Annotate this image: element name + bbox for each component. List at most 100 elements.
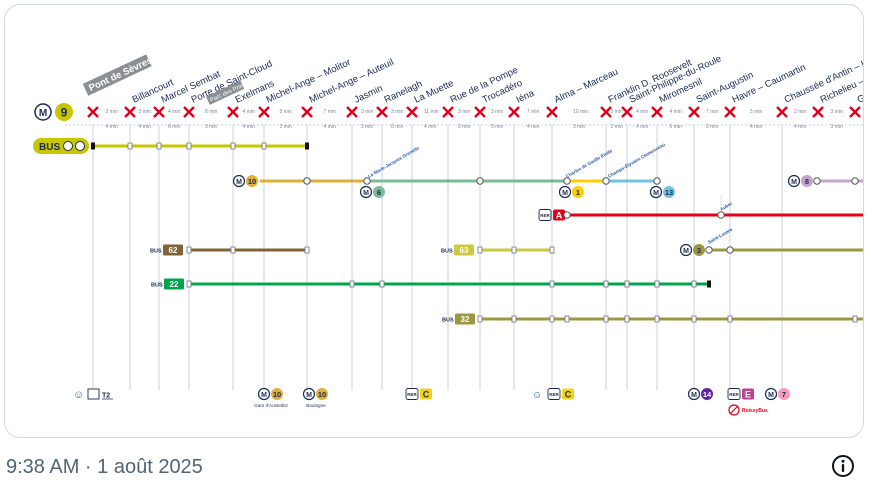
metro-symbol-icon (558, 185, 572, 199)
sub-box (206, 80, 245, 105)
bus-32-badge-number: 32 (461, 315, 470, 324)
walk-time: 5 min (491, 124, 503, 130)
line-13-badge-number: 13 (665, 188, 673, 197)
travel-time: 4 min (243, 109, 255, 115)
rer-a-badge-letter: A (556, 211, 563, 221)
station-cross (812, 106, 824, 118)
station-cross (688, 106, 700, 118)
metro-symbol-label: M (768, 392, 774, 399)
stop-marker (477, 246, 483, 254)
tram-symbol-icon (87, 388, 100, 400)
metro-symbol-icon (257, 387, 271, 401)
rer-symbol-label: RER (407, 392, 417, 397)
connection-dot (717, 211, 725, 219)
metro-symbol-label: M (39, 108, 47, 119)
station-cross (227, 106, 239, 118)
metro-symbol-icon (649, 185, 663, 199)
connection-dot (476, 177, 484, 185)
station-cross (442, 106, 454, 118)
bus-63-badge (454, 244, 474, 256)
walk-time: 6 min (670, 124, 682, 130)
line-8-badge-number: 8 (805, 177, 809, 186)
cross-stroke (258, 106, 270, 118)
connection-dot (363, 177, 371, 185)
connection-dot (563, 177, 571, 185)
line-9-badge (55, 103, 73, 121)
stop-marker (603, 280, 609, 288)
cross-stroke (688, 106, 700, 118)
connection-dot (563, 211, 571, 219)
travel-time: 3 min (458, 109, 470, 115)
stop-marker (691, 280, 697, 288)
stop-marker (127, 142, 133, 150)
travel-time: 11 min (424, 109, 439, 115)
metro-symbol-label: M (562, 190, 568, 197)
travel-time: 7 min (527, 109, 539, 115)
bus-m9-label: BUS (39, 142, 60, 153)
station-cross (376, 106, 388, 118)
bottom-line-14-badge-number: 14 (703, 390, 712, 399)
travel-time: 7 min (706, 109, 718, 115)
post-timestamp[interactable]: 9:38 AM · 1 août 2025 (6, 456, 203, 478)
stop-marker (564, 315, 570, 323)
rer-symbol-label: RER (540, 213, 550, 218)
metro-symbol-label: M (306, 392, 312, 399)
stop-marker (603, 315, 609, 323)
metro-symbol-label: M (363, 190, 369, 197)
stop-marker (691, 315, 697, 323)
stop-marker (349, 280, 355, 288)
station-cross (724, 106, 736, 118)
stop-marker (624, 280, 630, 288)
station-cross (600, 106, 612, 118)
travel-time: 4 min (636, 109, 648, 115)
travel-time: 3 min (491, 109, 503, 115)
bus-63-badge-number: 63 (460, 246, 469, 255)
bus-label: BUS (150, 249, 162, 255)
metro-symbol-icon (679, 243, 693, 257)
metro-symbol-label: M (691, 392, 697, 399)
station-cross (124, 106, 136, 118)
walk-time: 3 min (205, 124, 217, 130)
connection-dot (726, 246, 734, 254)
station-cross (258, 106, 270, 118)
cross-stroke (474, 106, 486, 118)
metro-symbol-icon (764, 387, 778, 401)
cross-stroke (376, 106, 388, 118)
stop-marker (727, 315, 733, 323)
bus-62-badge-number: 62 (169, 246, 178, 255)
line-6-badge (373, 186, 385, 198)
line-3-badge-number: 3 (697, 246, 701, 255)
travel-time: 4 min (670, 109, 682, 115)
station-cross (346, 106, 358, 118)
rer-a-badge (553, 209, 565, 221)
stop-marker (852, 315, 858, 323)
bottom-line-10-badge-a (271, 388, 283, 400)
travel-time: 5 min (280, 109, 292, 115)
walk-time: 4 min (750, 124, 762, 130)
stop-marker (549, 246, 555, 254)
bottom-rer-c-badge-b-letter: C (565, 390, 572, 400)
line9-mini-icon (75, 141, 85, 151)
travel-time: 3 min (831, 109, 843, 115)
connection-dot (813, 177, 821, 185)
walk-time: 4 min (527, 124, 539, 130)
walk-time: 4 min (106, 124, 118, 130)
walk-time: 3 min (458, 124, 470, 130)
cross-stroke (87, 106, 99, 118)
airplane-icon (728, 404, 740, 416)
bottom-caption-boulogne: Boulogne (306, 403, 326, 408)
cross-stroke (442, 106, 454, 118)
rer-symbol-icon (547, 388, 561, 400)
info-icon[interactable] (830, 453, 856, 479)
line-9-number: 9 (61, 106, 68, 120)
line-10-badge-number: 10 (248, 177, 256, 186)
airplane-slash (729, 405, 739, 415)
line-1-badge-number: 1 (576, 188, 580, 197)
cross-stroke (600, 106, 612, 118)
terminus-box (82, 54, 152, 96)
line-1-badge (572, 186, 584, 198)
metro-symbol-label: M (791, 179, 797, 186)
walk-time: 2 min (361, 124, 373, 130)
bottom-caption-austerlitz: Gare d'Austerlitz (254, 403, 289, 408)
